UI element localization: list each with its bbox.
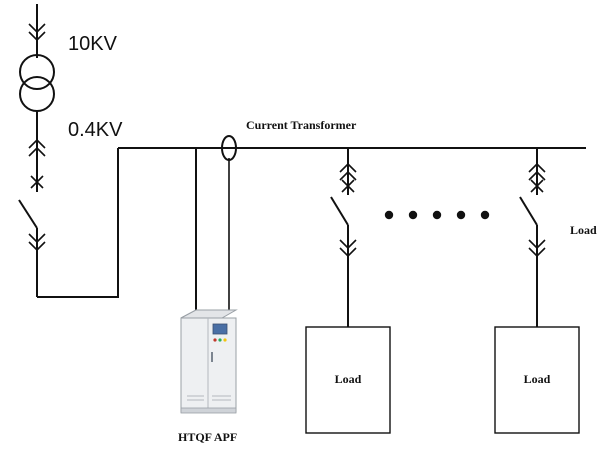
main-switch	[18, 199, 46, 297]
ellipsis-dot	[480, 210, 490, 220]
ellipsis-dot	[456, 210, 466, 220]
load-box-2-label: Load	[524, 372, 551, 386]
apf-label: HTQF APF	[178, 430, 237, 444]
ellipsis-dot	[384, 210, 394, 220]
voltage-low-label: 0.4KV	[68, 119, 123, 141]
power-transformer	[19, 54, 55, 112]
load-box-2	[494, 326, 580, 434]
incoming-line	[28, 4, 46, 58]
load-branch-1	[330, 148, 357, 327]
load-box-1-label: Load	[335, 372, 362, 386]
feeder-to-bus	[37, 148, 119, 298]
current-transformer-label: Current Transformer	[246, 118, 357, 132]
ellipsis-dot	[408, 210, 418, 220]
load-branch-2	[519, 148, 546, 327]
current-transformer-ring	[221, 135, 237, 161]
main-feeder	[28, 111, 46, 192]
load-box-1	[305, 326, 391, 434]
voltage-high-label: 10KV	[68, 33, 118, 55]
apf-cabinet	[180, 309, 238, 414]
ellipsis-dots	[384, 210, 490, 220]
side-load-label: Load	[570, 223, 597, 237]
ellipsis-dot	[432, 210, 442, 220]
